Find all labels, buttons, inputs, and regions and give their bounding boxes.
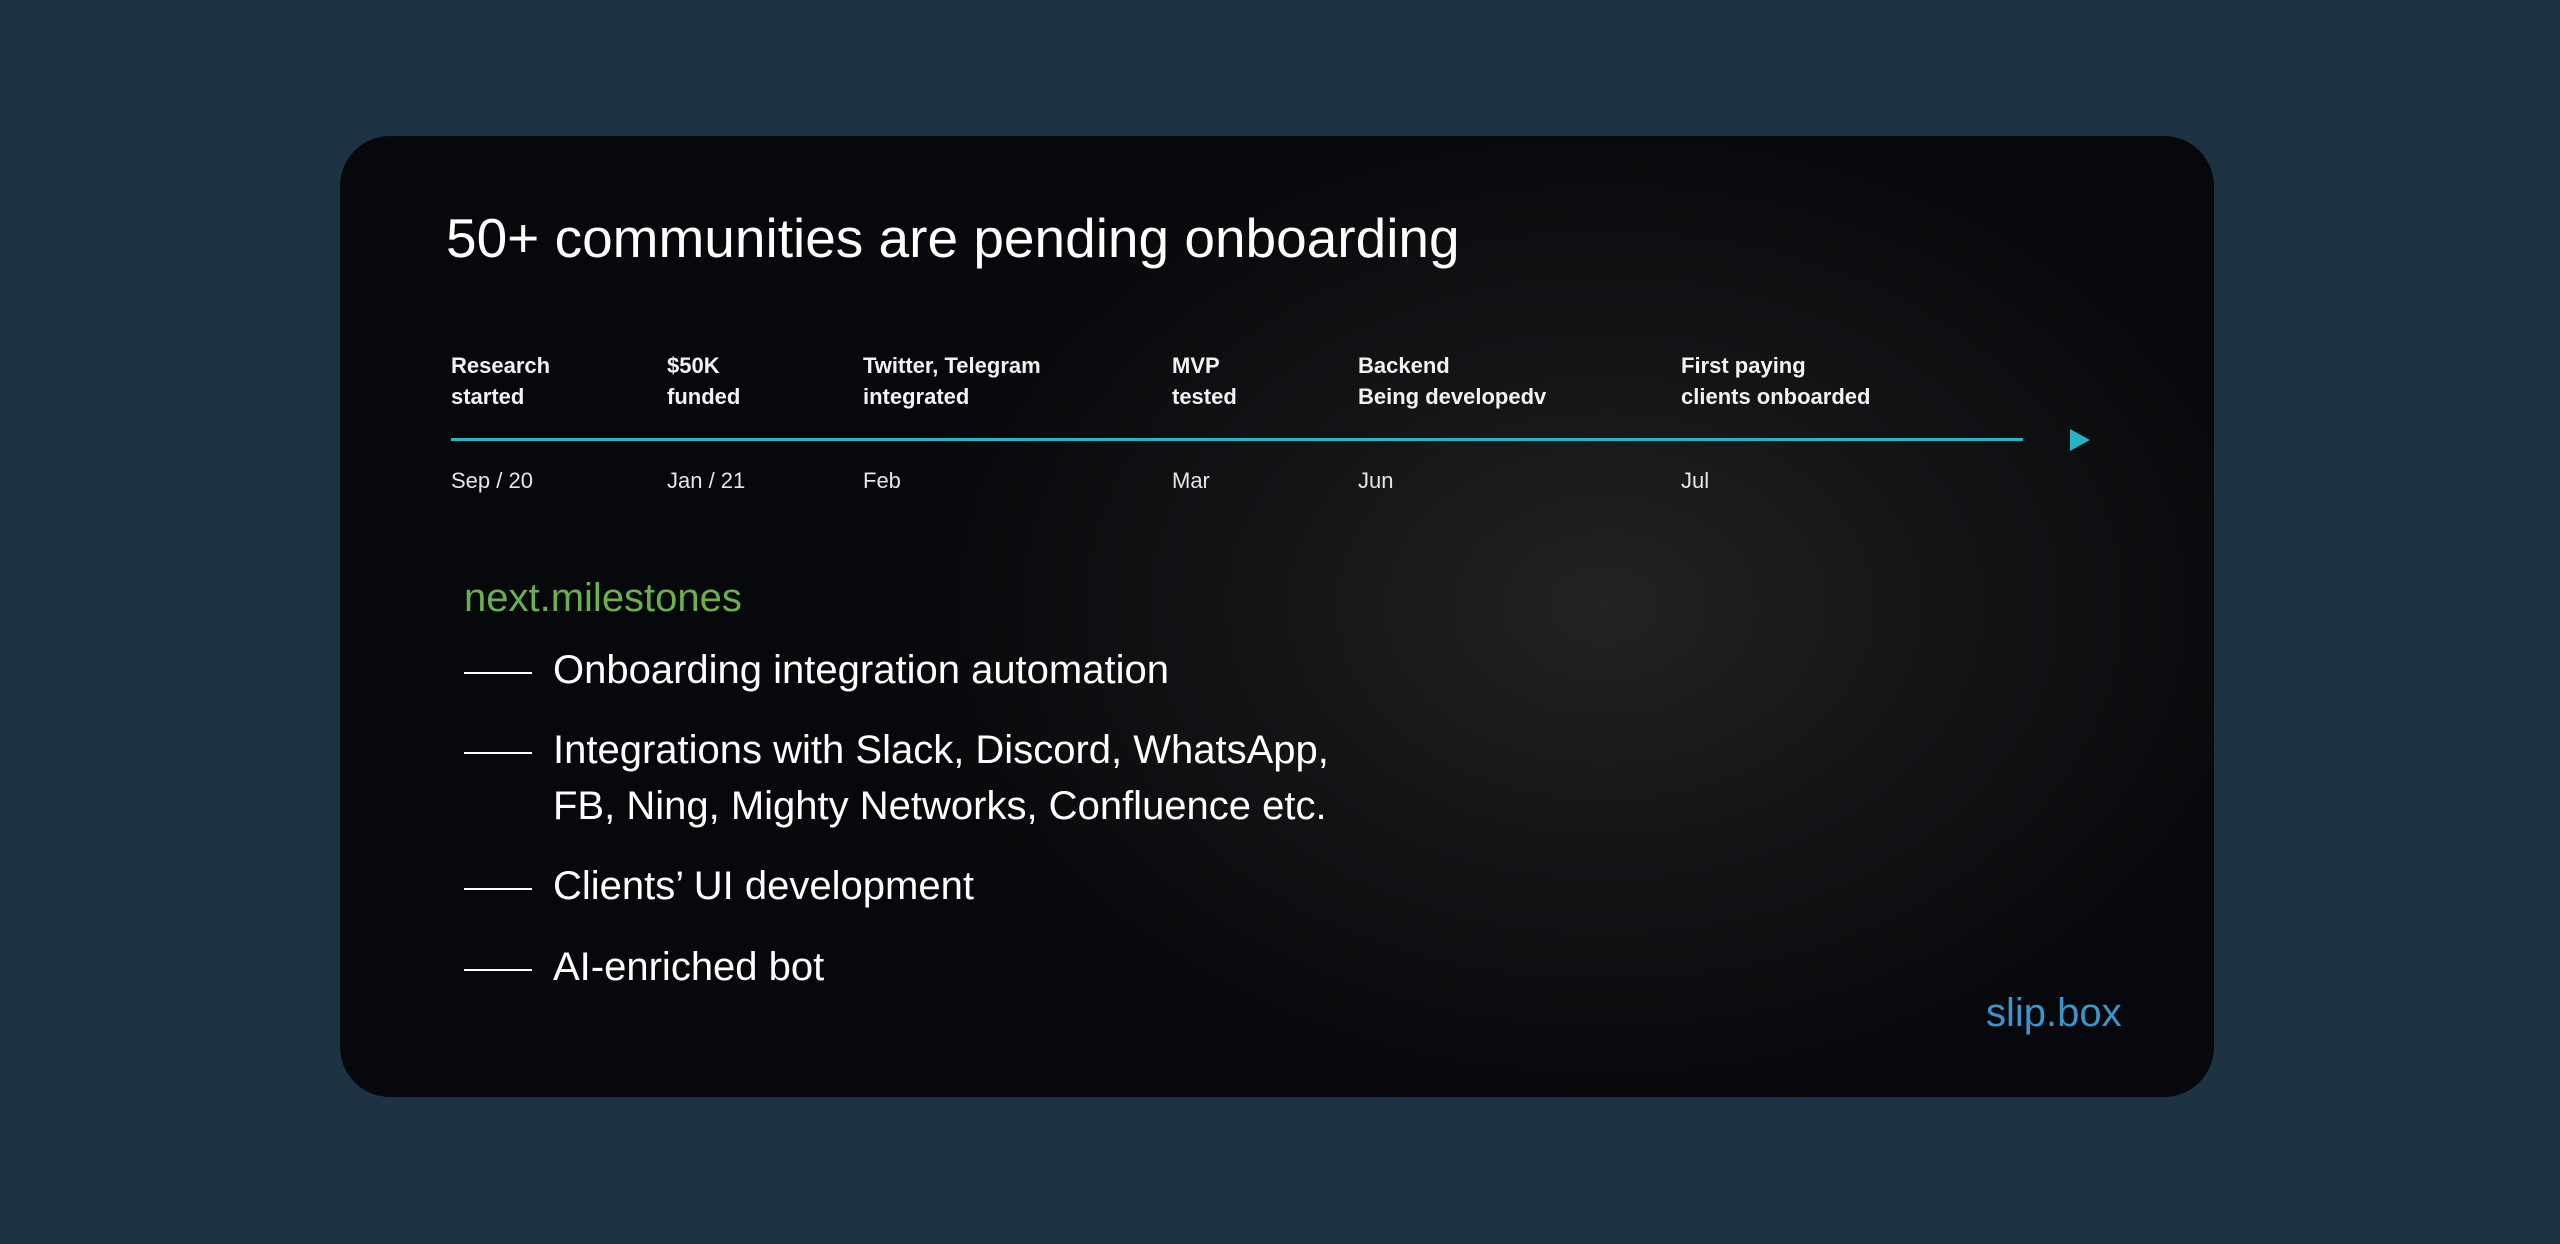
brand-logo: slip.box: [1986, 991, 2122, 1035]
timeline-event-research: Research started: [451, 350, 550, 412]
milestone-text: AI-enriched bot: [553, 945, 825, 989]
milestones-heading: next.milestones: [464, 576, 742, 620]
timeline-event-backend: Backend Being developedv: [1358, 350, 1546, 412]
event-label: $50K: [667, 353, 720, 378]
dash-icon: [464, 969, 532, 971]
event-label: integrated: [863, 384, 970, 409]
event-label: started: [451, 384, 525, 409]
event-label: funded: [667, 384, 741, 409]
timeline-date: Jun: [1358, 468, 1394, 493]
event-label: Backend: [1358, 353, 1450, 378]
event-label: clients onboarded: [1681, 384, 1871, 409]
dash-icon: [464, 888, 532, 890]
timeline-date: Jul: [1681, 468, 1710, 493]
timeline-arrow-icon: [2070, 429, 2090, 451]
milestone-text: Onboarding integration automation: [553, 648, 1169, 692]
event-label: First paying: [1681, 353, 1806, 378]
timeline-date: Sep / 20: [451, 468, 533, 493]
milestone-text: Integrations with Slack, Discord, WhatsA…: [553, 728, 1329, 772]
event-label: Being developedv: [1358, 384, 1547, 409]
milestone-text: FB, Ning, Mighty Networks, Confluence et…: [553, 784, 1327, 828]
timeline-event-funded: $50K funded: [667, 350, 740, 412]
event-label: Twitter, Telegram: [863, 353, 1041, 378]
timeline-event-mvp: MVP tested: [1172, 350, 1237, 412]
timeline-date: Feb: [863, 468, 901, 493]
slide-title: 50+ communities are pending onboarding: [446, 207, 1460, 269]
slide-card: 50+ communities are pending onboarding R…: [340, 136, 2214, 1097]
event-label: MVP: [1172, 353, 1220, 378]
event-label: tested: [1172, 384, 1237, 409]
event-label: Research: [451, 353, 551, 378]
timeline-date: Jan / 21: [667, 468, 746, 493]
timeline-event-integrated: Twitter, Telegram integrated: [863, 350, 1041, 412]
timeline-date: Mar: [1172, 468, 1210, 493]
dash-icon: [464, 752, 532, 754]
timeline-axis-line: [451, 438, 2023, 441]
dash-icon: [464, 672, 532, 674]
timeline-event-paying-clients: First paying clients onboarded: [1681, 350, 1870, 412]
milestone-text: Clients’ UI development: [553, 864, 974, 908]
